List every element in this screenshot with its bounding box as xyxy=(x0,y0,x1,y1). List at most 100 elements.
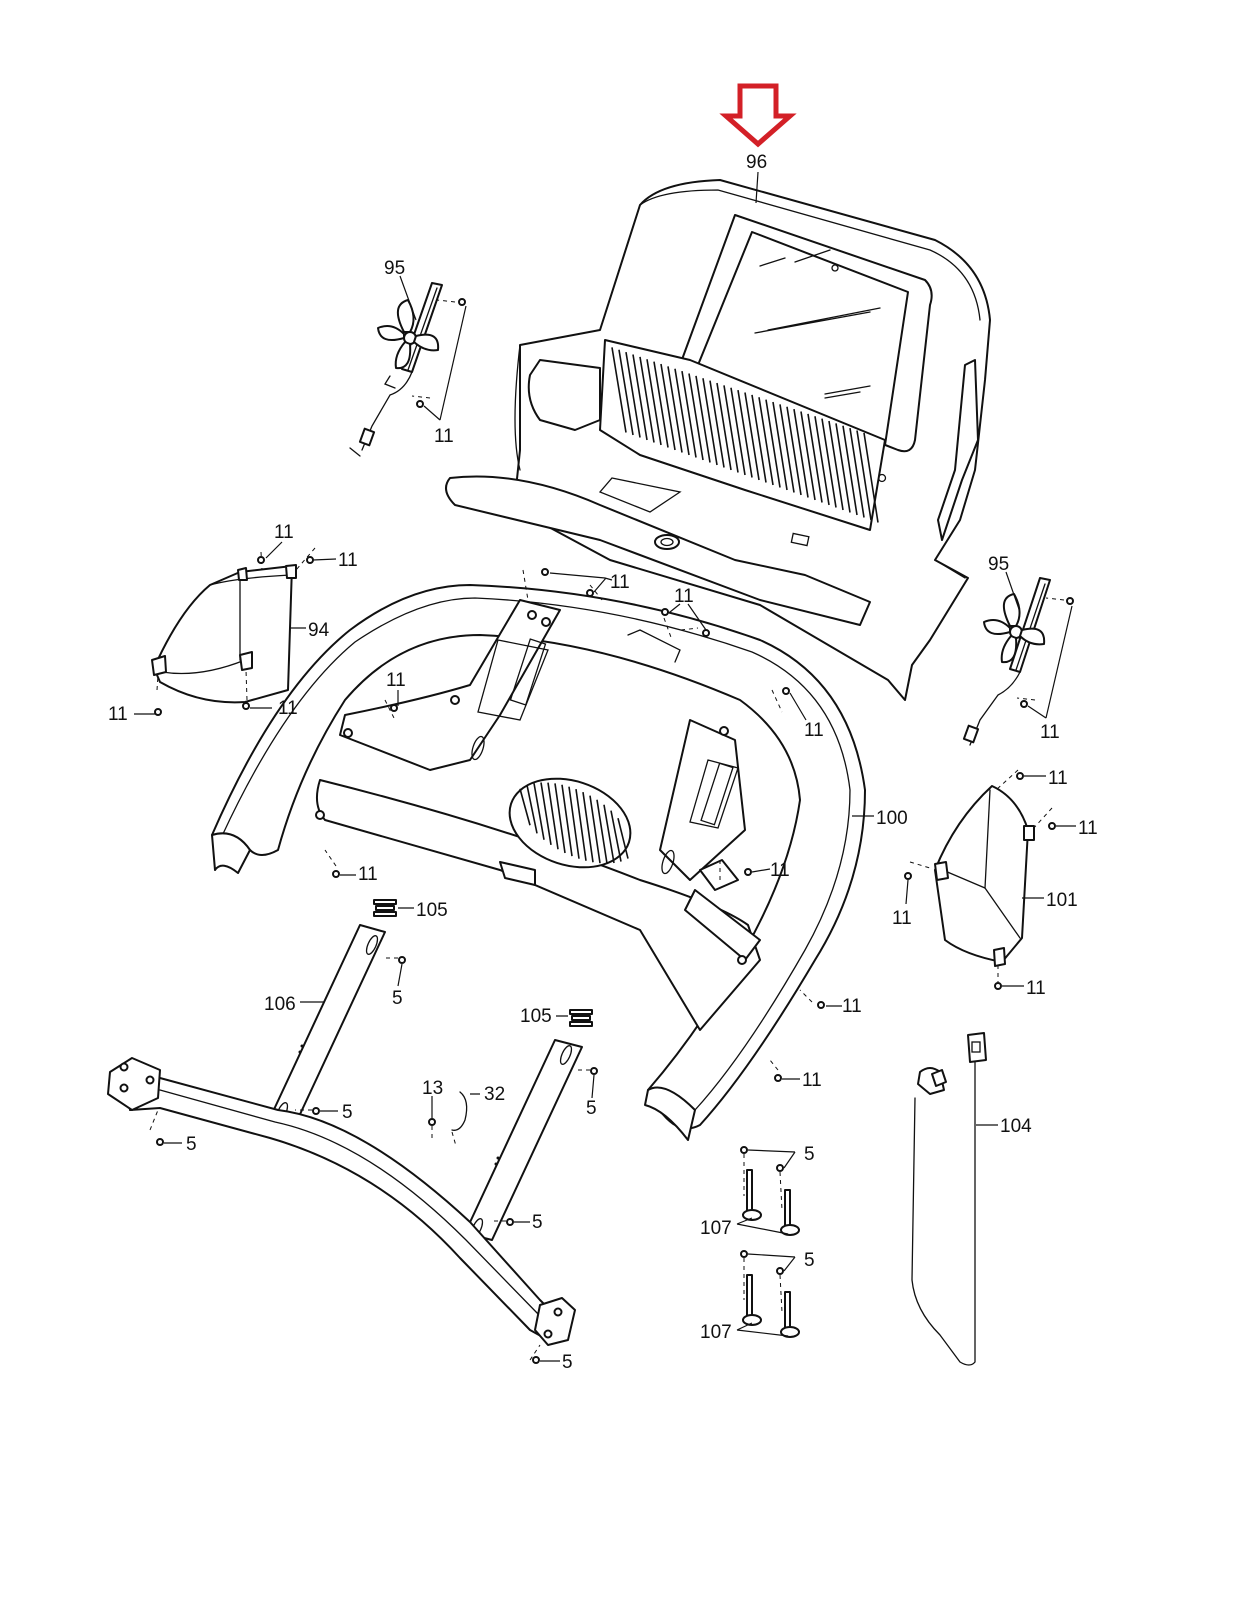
grille-slat xyxy=(765,399,781,488)
grille-slat xyxy=(730,387,746,476)
grille-slat xyxy=(625,351,641,438)
grille-slat xyxy=(821,418,837,508)
callout-11-duct-right-top: 11 xyxy=(1048,768,1068,789)
callout-11-hood-bottom-left: 11 xyxy=(358,864,378,885)
callout-11-hood-left: 11 xyxy=(386,670,406,691)
hood-screws xyxy=(324,568,842,1082)
callout-107-lower: 107 xyxy=(700,1322,732,1343)
grille-slat xyxy=(723,385,739,473)
callout-5-frame-mid-left: 5 xyxy=(342,1102,353,1123)
grille-slat xyxy=(519,788,531,826)
callout-105-left: 105 xyxy=(416,900,448,921)
air-duct-part-101 xyxy=(904,769,1076,990)
callout-101: 101 xyxy=(1046,890,1078,911)
console-part-96 xyxy=(445,171,991,701)
callout-11-duct-left-bottom-left: 11 xyxy=(108,704,128,725)
callout-100: 100 xyxy=(876,808,908,829)
callout-5-upright-right: 5 xyxy=(586,1098,597,1119)
grille-slat xyxy=(639,356,655,443)
highlight-arrow xyxy=(719,83,797,148)
callout-11-hood-top-a: 11 xyxy=(610,572,630,593)
grille-slat xyxy=(554,783,566,854)
callout-105-right: 105 xyxy=(520,1006,552,1027)
grille-slat xyxy=(744,392,760,481)
grille-slat xyxy=(533,783,545,840)
grille-slat xyxy=(702,378,718,466)
callout-5-clip-lower: 5 xyxy=(804,1250,815,1271)
grille-slat xyxy=(842,425,858,516)
callout-11-duct-left-bottom-right: 11 xyxy=(278,698,298,719)
grille-slat xyxy=(716,382,732,471)
grille-slat xyxy=(653,361,669,448)
wire-part-32-screw-13 xyxy=(428,1091,480,1147)
grille-slat xyxy=(632,354,648,441)
grille-slat xyxy=(674,368,690,456)
grille-slat xyxy=(807,413,823,503)
callout-95-left: 95 xyxy=(384,258,405,279)
grille-slat xyxy=(688,373,704,461)
clip-part-107-lower xyxy=(736,1250,800,1338)
callout-5-frame-mid-right: 5 xyxy=(532,1212,543,1233)
grille-slat xyxy=(793,408,809,498)
callout-11-hood-top-b: 11 xyxy=(674,586,694,607)
grille-slat xyxy=(526,784,538,834)
fan-part-95-right xyxy=(962,571,1074,746)
grille-slat xyxy=(737,389,753,478)
grille-slat xyxy=(540,782,552,846)
callout-11-duct-left-top: 11 xyxy=(274,522,294,543)
frame-screws xyxy=(149,956,598,1364)
callout-5-upright-left: 5 xyxy=(392,988,403,1009)
hood-part-100 xyxy=(211,584,874,1141)
grille-slat xyxy=(589,795,601,864)
callout-107-upper: 107 xyxy=(700,1218,732,1239)
grille-slat xyxy=(695,375,711,463)
cord-part-104 xyxy=(911,1032,998,1366)
callout-labels: 96 95 11 95 11 94 11 11 11 11 11 11 11 1… xyxy=(108,152,1098,1373)
callout-11-hood-right: 11 xyxy=(804,720,824,741)
grille-slat xyxy=(772,401,788,491)
callout-5-frame-right: 5 xyxy=(562,1352,573,1373)
grille-slat xyxy=(758,397,774,486)
callout-104: 104 xyxy=(1000,1116,1032,1137)
grille-slat xyxy=(828,420,844,511)
clip-part-107-upper xyxy=(736,1146,800,1236)
grille-slat xyxy=(561,784,573,857)
grille-slat xyxy=(568,786,580,859)
grille-slat xyxy=(835,423,851,513)
callout-96: 96 xyxy=(746,152,767,173)
callout-11-hood-center: 11 xyxy=(770,860,790,881)
grille-slat xyxy=(751,394,767,483)
callout-11-duct-right-bottom: 11 xyxy=(1026,978,1046,999)
grille-slat xyxy=(800,411,816,501)
grille-slat xyxy=(603,804,615,864)
grille-slat xyxy=(617,817,629,859)
callout-11-fan-right: 11 xyxy=(1040,722,1060,743)
callout-11-fan-left: 11 xyxy=(434,426,454,447)
callout-11-duct-right-side: 11 xyxy=(1078,818,1098,839)
callout-11-duct-left-right: 11 xyxy=(338,550,358,571)
grille-slat xyxy=(646,359,662,446)
grille-slat xyxy=(618,349,634,436)
grille-slat xyxy=(786,406,802,496)
callout-106: 106 xyxy=(264,994,296,1015)
grille-slat xyxy=(849,428,865,518)
callout-5-frame-left: 5 xyxy=(186,1134,197,1155)
callout-32: 32 xyxy=(484,1084,505,1105)
grille-slat xyxy=(709,380,725,468)
callout-5-clip-upper: 5 xyxy=(804,1144,815,1165)
grille-slat xyxy=(681,370,697,458)
callout-11-hood-lower-right: 11 xyxy=(842,996,862,1017)
base-frame-part-106 xyxy=(107,924,583,1346)
grille-slat xyxy=(660,363,676,451)
callout-11-duct-right-left: 11 xyxy=(892,908,912,929)
fan-part-95-left xyxy=(349,275,467,457)
grille-slat xyxy=(611,347,627,433)
grille-slat xyxy=(610,810,622,862)
callout-13: 13 xyxy=(422,1078,443,1099)
callout-95-right: 95 xyxy=(988,554,1009,575)
callout-11-hood-bottom: 11 xyxy=(802,1070,822,1091)
grille-slat xyxy=(856,430,872,521)
grille-slat xyxy=(779,404,795,493)
air-duct-part-94 xyxy=(134,541,337,716)
